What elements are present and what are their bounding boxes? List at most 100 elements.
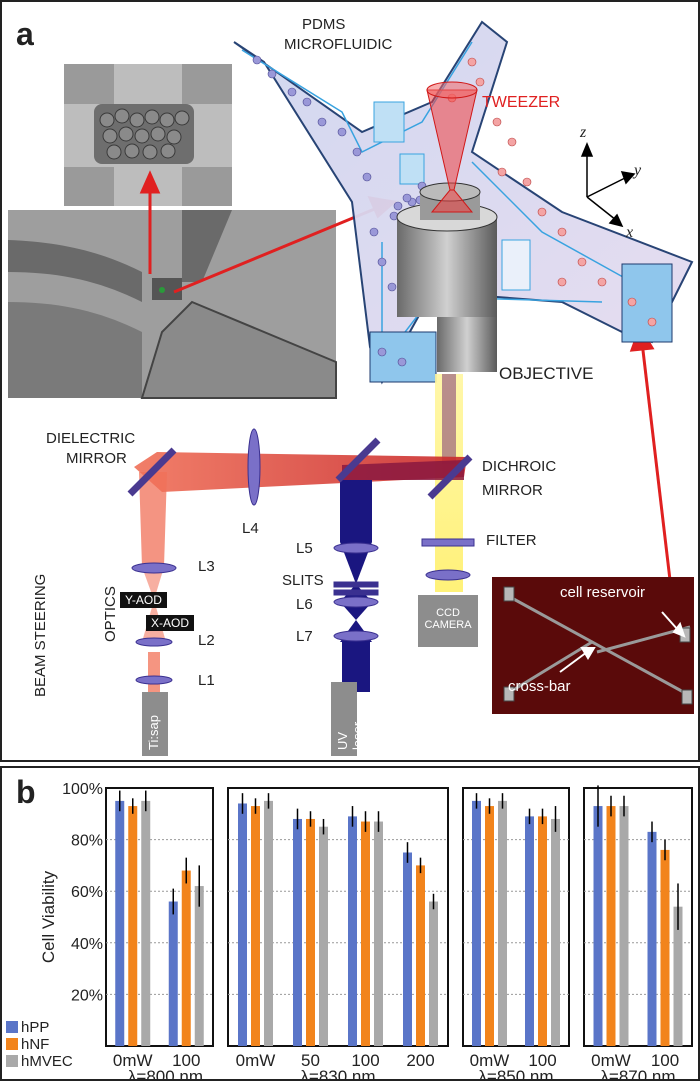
bar <box>181 870 191 1046</box>
panel-b-letter: b <box>16 774 36 810</box>
ccd-label-1: CCD <box>436 607 460 619</box>
filter-label: FILTER <box>486 532 537 549</box>
tweezer-label: TWEEZER <box>482 94 561 111</box>
l5-label: L5 <box>296 540 313 557</box>
bar <box>498 800 507 1046</box>
bar <box>538 816 547 1046</box>
y-tick-label: 20% <box>71 987 103 1004</box>
bar <box>168 901 178 1046</box>
l6-label: L6 <box>296 596 313 613</box>
category-label: 100 <box>172 1051 200 1070</box>
ccd-camera-box: CCD CAMERA <box>418 595 478 647</box>
legend-label: hPP <box>21 1019 49 1036</box>
tisap-label: Ti:sap <box>146 715 161 750</box>
cell-reservoir-label: cell reservoir <box>560 584 646 601</box>
y-tick-label: 40% <box>71 936 103 953</box>
cross-bar-label: cross-bar <box>508 678 571 695</box>
bar <box>306 818 315 1046</box>
bar <box>593 806 603 1046</box>
category-label: 200 <box>406 1051 434 1070</box>
y-tick-label: 100% <box>62 781 103 798</box>
tweezer-beam <box>426 81 478 213</box>
bar <box>429 901 438 1046</box>
bar <box>551 818 560 1046</box>
dichroic-label-2: MIRROR <box>482 482 543 499</box>
dichroic-mirror-shape <box>427 454 473 500</box>
bar <box>293 818 302 1046</box>
schematic-svg <box>8 20 694 714</box>
y-axis-label: Cell Viability <box>39 870 58 963</box>
group-label: λ=800 nm <box>128 1067 203 1081</box>
legend-label: hMVEC <box>21 1053 73 1070</box>
legend-swatch <box>6 1055 18 1067</box>
dielectric-label-1: DIELECTRIC <box>46 430 136 447</box>
category-label: 50 <box>301 1051 320 1070</box>
category-label: 0mW <box>236 1051 276 1070</box>
bar <box>472 800 481 1046</box>
bar <box>673 906 683 1046</box>
slits-label: SLITS <box>282 572 324 589</box>
bar <box>619 806 629 1046</box>
category-label: 0mW <box>470 1051 510 1070</box>
l4-label: L4 <box>242 520 259 537</box>
bar <box>141 800 151 1046</box>
ccd-label-2: CAMERA <box>424 619 472 631</box>
bar <box>251 806 260 1046</box>
beam-steering-label: BEAM STEERING <box>32 573 49 697</box>
lenses <box>131 428 475 685</box>
objective-label: OBJECTIVE <box>499 364 594 383</box>
l2-label: L2 <box>198 632 215 649</box>
pdms-label-line2: MICROFLUIDIC <box>284 36 393 53</box>
x-aod-label: X-AOD <box>146 615 195 631</box>
axis-x-label: x <box>626 224 634 241</box>
group-label: λ=870 nm <box>600 1067 675 1081</box>
dielectric-label-2: MIRROR <box>66 450 127 467</box>
bar <box>361 821 370 1046</box>
category-label: 0mW <box>591 1051 631 1070</box>
dielectric-mirror-shape <box>127 447 177 497</box>
uv-laser-label: UV laser <box>335 721 365 750</box>
axis-z-label: z <box>580 124 587 141</box>
bar <box>485 806 494 1046</box>
optics-label: OPTICS <box>102 586 119 642</box>
chip-photo-inset <box>492 577 694 714</box>
group-frame <box>105 787 214 1047</box>
dichroic-label-1: DICHROIC <box>482 458 557 475</box>
category-label: 100 <box>351 1051 379 1070</box>
legend-label: hNF <box>21 1036 49 1053</box>
y-tick-label: 60% <box>71 884 103 901</box>
bar <box>606 806 616 1046</box>
pdms-label-line1: PDMS <box>302 16 346 33</box>
bar <box>238 803 247 1046</box>
bar <box>264 800 273 1046</box>
y-tick-label: 80% <box>71 833 103 850</box>
category-label: 0mW <box>113 1051 153 1070</box>
group-frame <box>583 787 693 1047</box>
bar <box>115 800 125 1046</box>
group-label: λ=830 nm <box>300 1067 375 1081</box>
l3-label: L3 <box>198 558 215 575</box>
axis-y-label: y <box>634 162 642 179</box>
laser-beam-red <box>134 452 467 692</box>
group-frame <box>462 787 570 1047</box>
legend-swatch <box>6 1021 18 1033</box>
panel-a: a PDMS MICROFLUIDIC TWEEZER OBJECTIVE z … <box>0 0 700 762</box>
l1-label: L1 <box>198 672 215 689</box>
bar <box>194 886 204 1046</box>
panel-a-letter: a <box>16 16 34 52</box>
category-label: 100 <box>651 1051 679 1070</box>
l7-label: L7 <box>296 628 313 645</box>
bar <box>348 816 357 1046</box>
category-label: 100 <box>528 1051 556 1070</box>
group-label: λ=850 nm <box>478 1067 553 1081</box>
bar <box>403 852 412 1046</box>
bar <box>647 831 657 1046</box>
uv-mirror-shape <box>335 437 381 483</box>
bar <box>319 826 328 1046</box>
microscope-image-top <box>64 64 232 206</box>
tisap-box: Ti:sap <box>142 692 168 756</box>
bar <box>128 806 138 1046</box>
legend-swatch <box>6 1038 18 1050</box>
